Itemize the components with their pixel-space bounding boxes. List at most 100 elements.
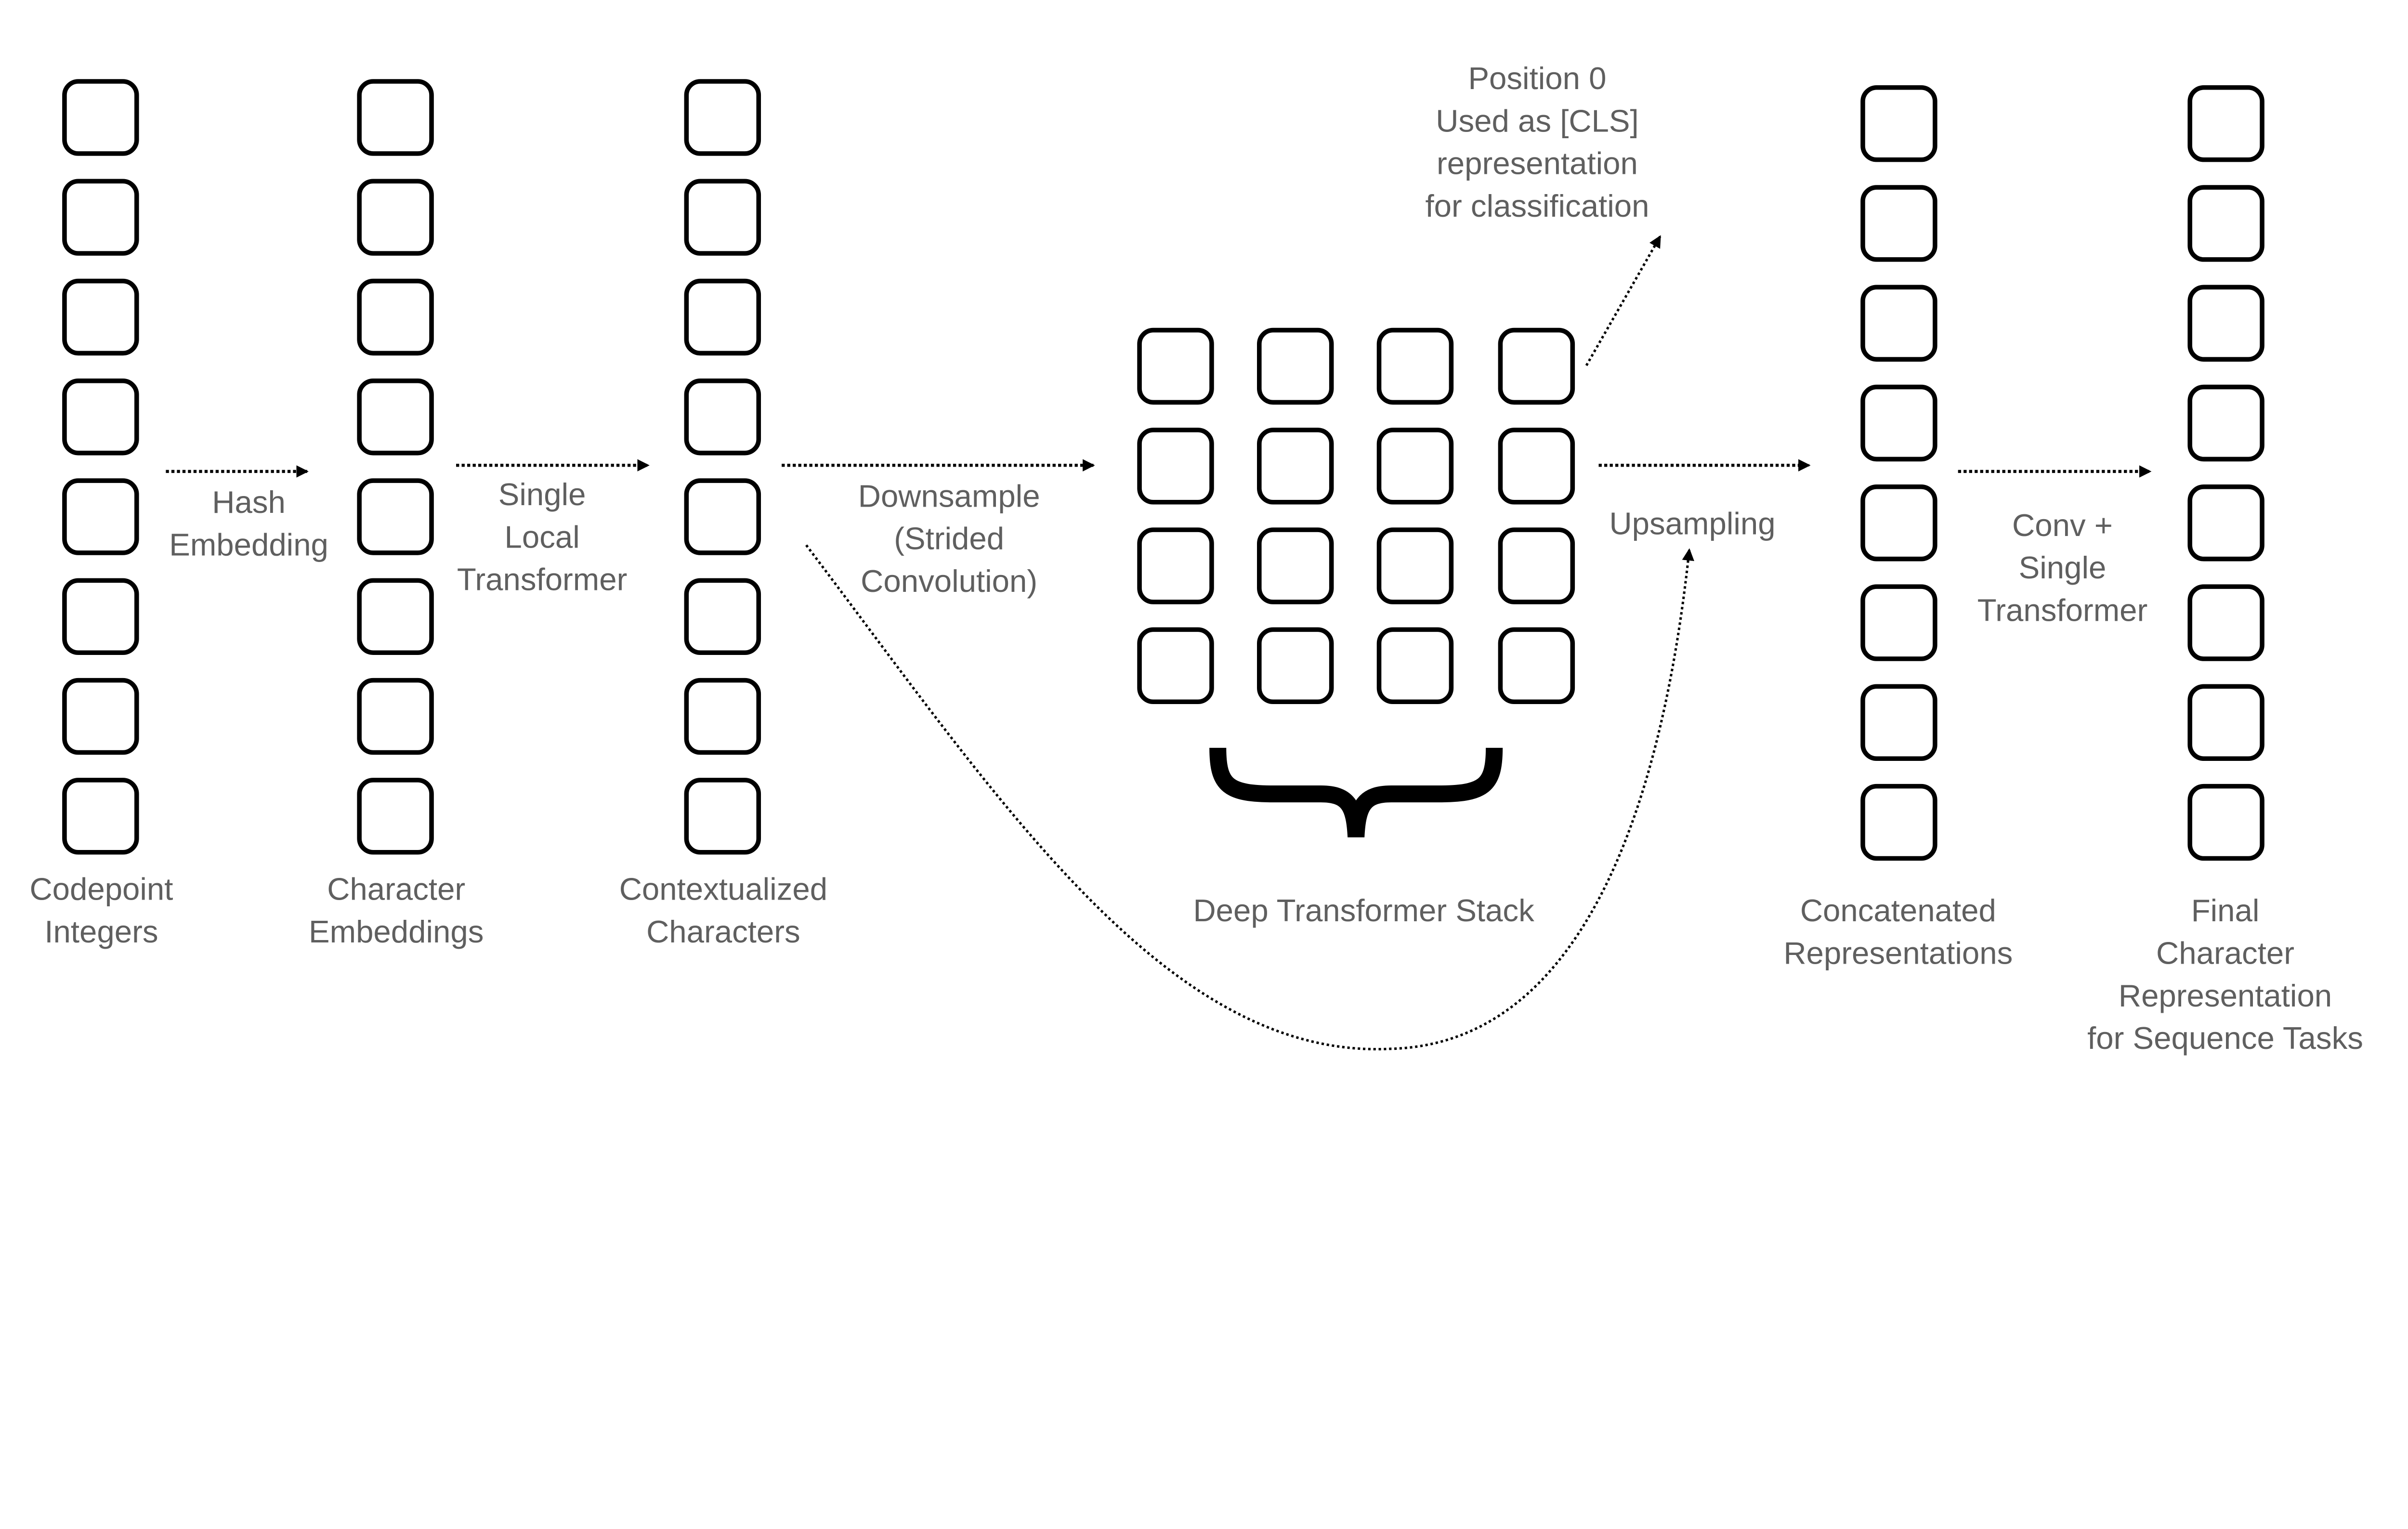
stack-cell-box — [1498, 527, 1575, 604]
conv-single-transformer-label-line: Conv + — [2012, 508, 2113, 543]
downsample-label-line: Downsample — [858, 478, 1040, 513]
token-box — [62, 778, 139, 855]
token-box — [2187, 85, 2264, 162]
token-box — [357, 678, 434, 755]
cls-arrow — [1585, 235, 1662, 366]
stack-cell-box — [1257, 627, 1334, 705]
token-box — [1860, 285, 1937, 362]
token-box — [357, 578, 434, 655]
character-embeddings-label-line: Character — [327, 872, 465, 907]
token-box — [62, 578, 139, 655]
token-box — [684, 278, 761, 356]
token-box — [357, 179, 434, 256]
stack-cell-box — [1257, 527, 1334, 604]
token-box — [62, 278, 139, 356]
token-box — [2187, 584, 2264, 661]
token-box — [2187, 285, 2264, 362]
contextualized-characters-label-line: Characters — [646, 914, 800, 949]
token-box — [2187, 384, 2264, 462]
token-box — [357, 278, 434, 356]
token-box — [684, 379, 761, 456]
token-box — [1860, 684, 1937, 761]
concatenated-representations-label-line: Representations — [1783, 936, 2013, 971]
conv-single-transformer-label-line: Single — [2019, 550, 2107, 585]
token-box — [62, 379, 139, 456]
stack-cell-box — [1498, 327, 1575, 405]
stack-cell-box — [1376, 627, 1454, 705]
stack-cell-box — [1137, 627, 1214, 705]
stack-cell-box — [1376, 428, 1454, 505]
single-local-transformer-label-line: Local — [505, 519, 580, 554]
final-representation-label-line: for Sequence Tasks — [2087, 1020, 2363, 1056]
upsampling-label-line: Upsampling — [1609, 506, 1775, 541]
stack-cell-box — [1137, 527, 1214, 604]
deep-transformer-stack-label-line: Deep Transformer Stack — [1193, 893, 1534, 928]
token-box — [684, 678, 761, 755]
token-box — [62, 678, 139, 755]
stack-cell-box — [1257, 327, 1334, 405]
contextualized-characters-label-line: Contextualized — [619, 872, 827, 907]
residual-curve-arrow — [805, 544, 1694, 1051]
stack-cell-box — [1376, 327, 1454, 405]
cls-position-note-line: for classification — [1425, 188, 1649, 223]
token-box — [357, 778, 434, 855]
cls-position-note-line: representation — [1437, 146, 1638, 181]
token-box — [357, 478, 434, 555]
stack-cell-box — [1498, 627, 1575, 705]
token-box — [357, 79, 434, 156]
cls-position-note-line: Position 0 — [1468, 61, 1606, 96]
deep-transformer-stack-label: Deep Transformer Stack — [1193, 893, 1534, 928]
single-local-transformer-label-line: Transformer — [457, 562, 627, 597]
token-box — [684, 79, 761, 156]
final-representation-label-line: Final — [2191, 893, 2260, 928]
upsampling-label: Upsampling — [1609, 506, 1775, 541]
token-box — [62, 179, 139, 256]
token-box — [684, 778, 761, 855]
token-box — [357, 379, 434, 456]
token-box — [62, 478, 139, 555]
token-box — [2187, 484, 2264, 562]
token-box — [684, 179, 761, 256]
hash-embedding-label-line: Hash — [212, 484, 286, 520]
stack-cell-box — [1498, 428, 1575, 505]
token-box — [1860, 384, 1937, 462]
codepoint-integers-label-line: Codepoint — [29, 872, 173, 907]
token-box — [1860, 85, 1937, 162]
downsample-label-line: (Strided — [894, 521, 1004, 556]
stack-brace — [1209, 747, 1503, 837]
stack-cell-box — [1137, 327, 1214, 405]
stack-cell-box — [1376, 527, 1454, 604]
token-box — [2187, 684, 2264, 761]
token-box — [2187, 185, 2264, 262]
token-box — [1860, 784, 1937, 861]
downsample-label-line: Convolution) — [861, 563, 1037, 599]
conv-single-transformer-label-line: Transformer — [1977, 593, 2147, 628]
token-box — [1860, 484, 1937, 562]
concatenated-representations-label-line: Concatenated — [1800, 893, 1996, 928]
single-local-transformer-label-line: Single — [498, 477, 586, 512]
boxes — [62, 79, 2264, 861]
final-representation-label-line: Representation — [2119, 978, 2332, 1013]
final-representation-label-line: Character — [2156, 936, 2294, 971]
stack-cell-box — [1257, 428, 1334, 505]
token-box — [684, 478, 761, 555]
token-box — [62, 79, 139, 156]
token-box — [2187, 784, 2264, 861]
token-box — [1860, 185, 1937, 262]
codepoint-integers-label-line: Integers — [44, 914, 158, 949]
hash-embedding-label-line: Embedding — [169, 527, 328, 562]
stack-cell-box — [1137, 428, 1214, 505]
character-embeddings-label-line: Embeddings — [309, 914, 484, 949]
